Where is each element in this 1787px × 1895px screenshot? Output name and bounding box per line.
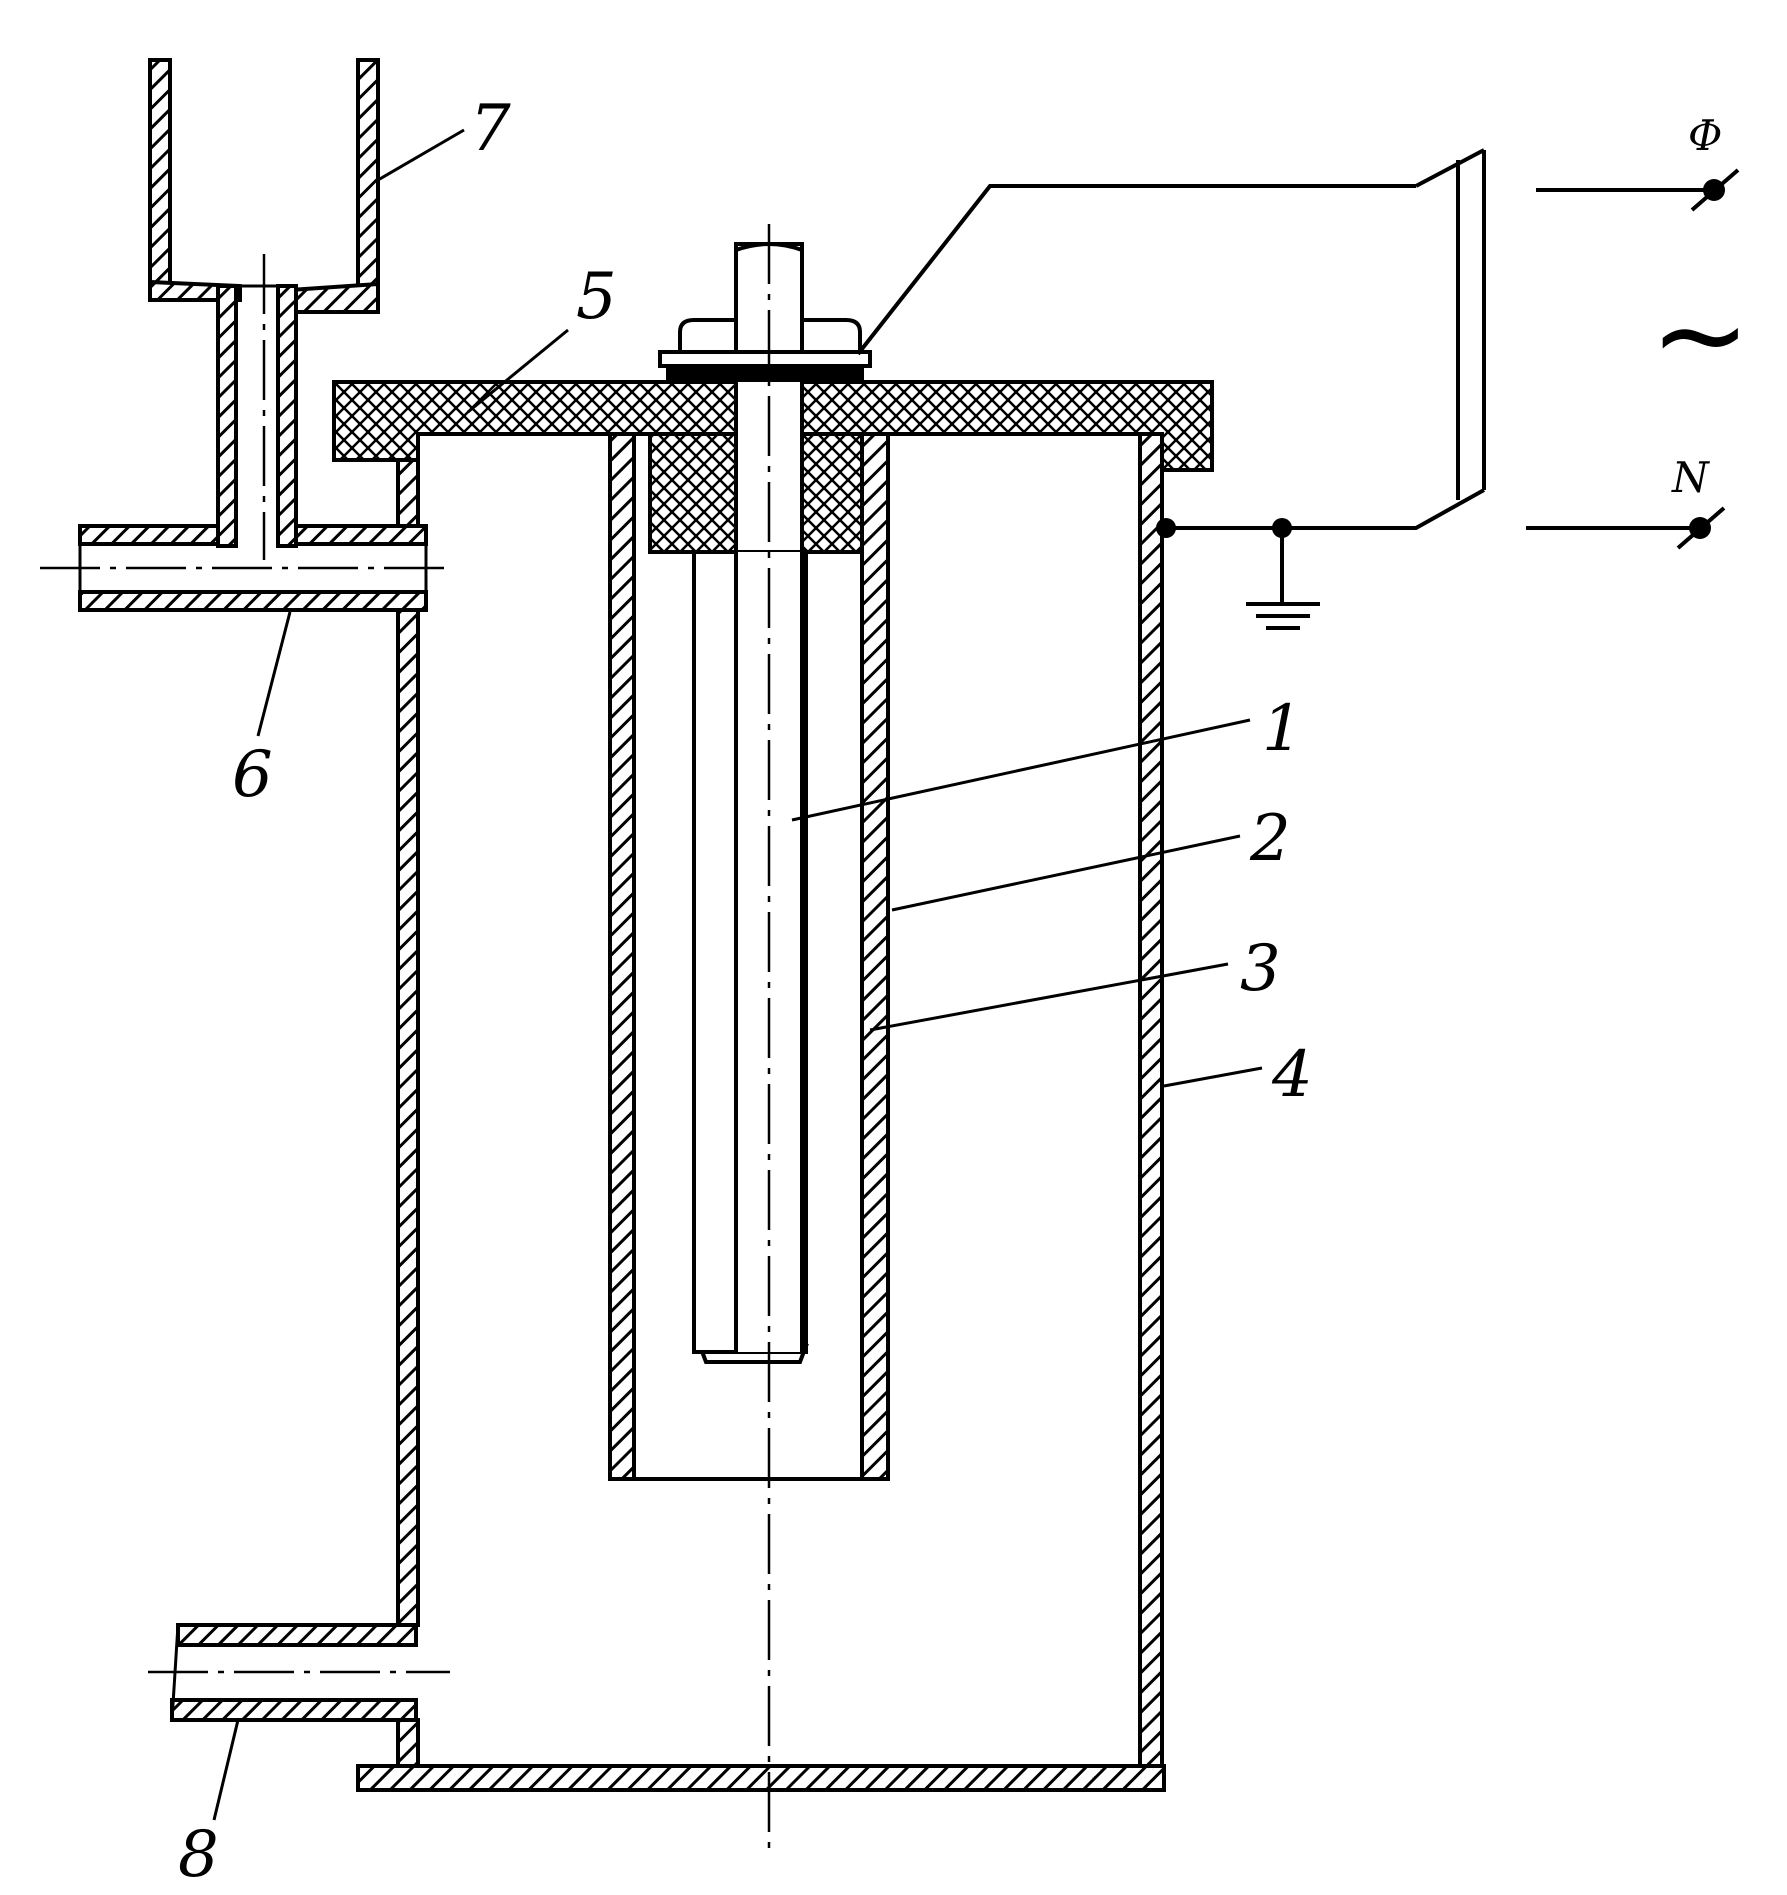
label-part-2: 2: [1249, 802, 1291, 876]
label-part-1: 1: [1262, 692, 1303, 766]
leader-lines: [212, 128, 1263, 1821]
label-part-3: 3: [1240, 932, 1281, 1006]
label-part-6: 6: [232, 738, 273, 812]
terminal-nut: [658, 318, 872, 382]
electrode-insulator: [648, 432, 864, 554]
vertical-connector-pipe: [216, 284, 298, 548]
inner-cylinder-2: [608, 432, 890, 1481]
label-neutral: N: [1671, 453, 1710, 502]
label-part-4: 4: [1271, 1038, 1313, 1112]
lower-side-pipe-8: [170, 1623, 418, 1722]
label-phase: Φ: [1688, 111, 1722, 160]
label-part-8: 8: [178, 1818, 219, 1892]
label-part-7: 7: [470, 92, 511, 166]
label-part-5: 5: [576, 260, 617, 334]
ac-symbol: ~: [1650, 266, 1751, 405]
electric-circuit: [856, 148, 1740, 630]
center-lines: [40, 224, 771, 1850]
outer-housing-4: [356, 432, 1166, 1792]
